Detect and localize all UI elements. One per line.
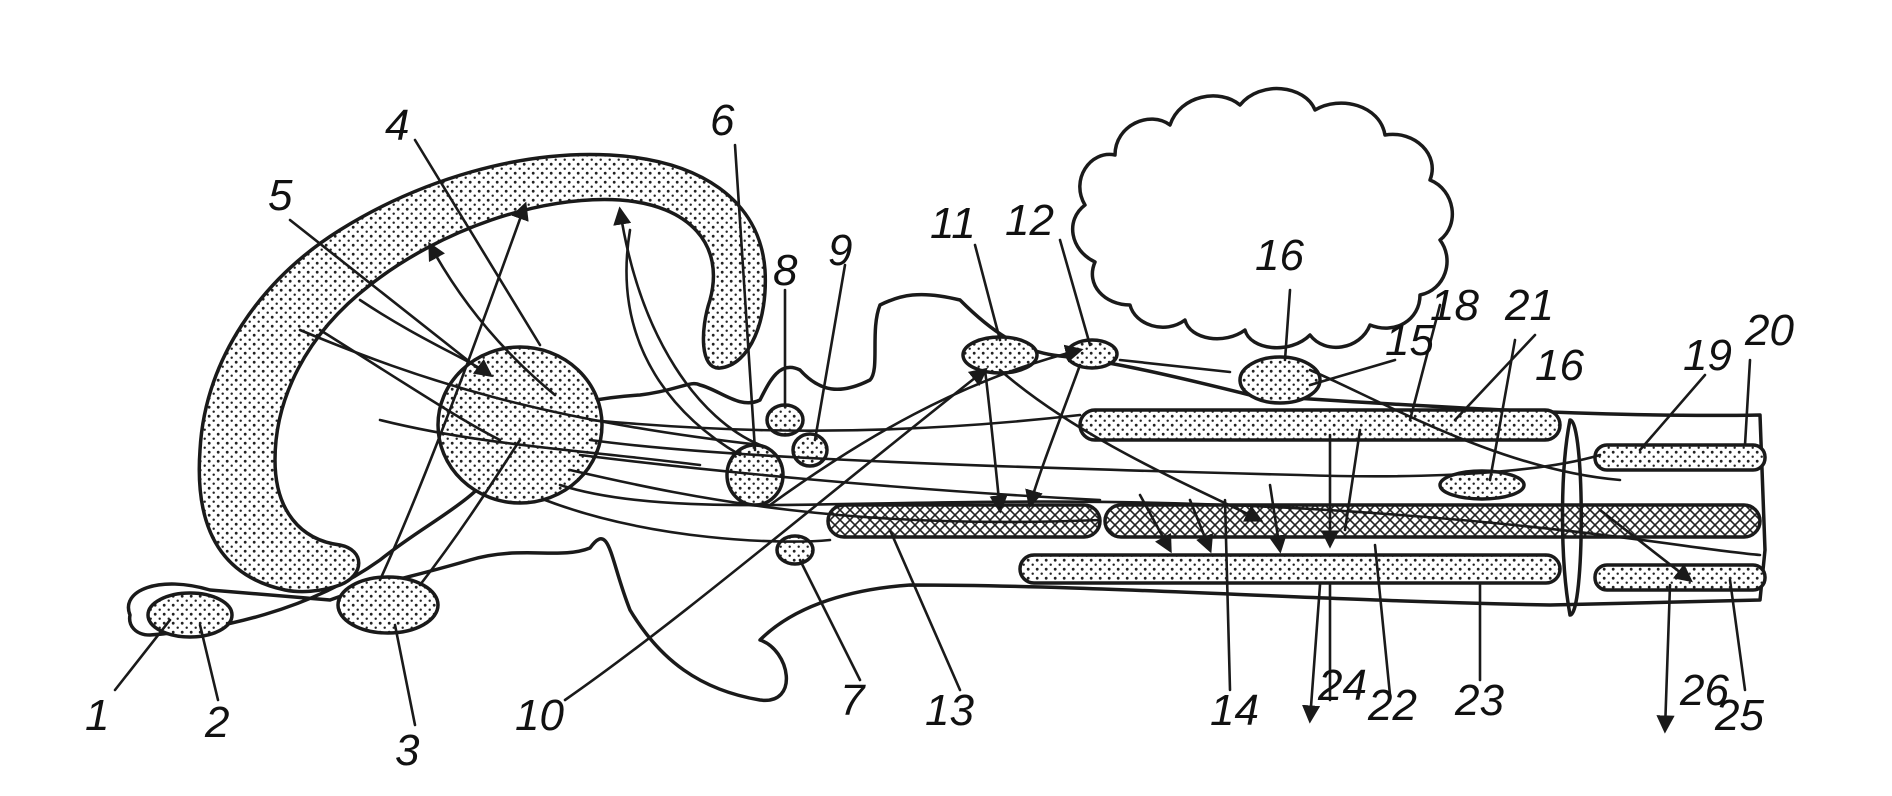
label-26: 26 (1679, 666, 1729, 715)
nucleus-21 (1438, 469, 1526, 501)
nucleus-4 (436, 345, 604, 505)
label-22: 22 (1367, 681, 1417, 730)
tract-23 (1018, 553, 1562, 585)
label-5: 5 (268, 171, 293, 220)
nucleus-16 (1238, 355, 1322, 405)
label-2: 2 (204, 698, 229, 747)
label-10: 10 (515, 691, 564, 740)
label-24: 24 (1317, 661, 1367, 710)
nucleus-3 (336, 575, 440, 635)
label-25: 25 (1714, 691, 1764, 740)
label-leaders (113, 138, 1752, 727)
brain-outline (126, 292, 1767, 702)
label-23: 23 (1454, 676, 1504, 725)
label-1: 1 (85, 691, 109, 740)
nucleus-12 (1065, 338, 1119, 370)
label-8: 8 (773, 246, 798, 295)
label-9: 9 (828, 226, 852, 275)
tract-25 (1593, 563, 1767, 592)
label-19: 19 (1683, 331, 1732, 380)
label-7: 7 (840, 676, 866, 725)
label-6: 6 (710, 96, 735, 145)
cortex-arc (197, 152, 768, 594)
label-16a: 16 (1255, 231, 1304, 280)
label-4: 4 (385, 101, 409, 150)
label-11: 11 (930, 199, 976, 248)
label-16b: 16 (1535, 341, 1584, 390)
number-labels: 1 2 3 4 5 6 7 8 9 10 11 12 13 14 15 16 1… (85, 96, 1794, 775)
label-15: 15 (1385, 316, 1434, 365)
tract-18 (1078, 408, 1562, 442)
nucleus-11 (961, 335, 1039, 375)
tract-22 (1103, 503, 1762, 539)
label-18: 18 (1430, 281, 1479, 330)
cerebellum-cloud (1070, 86, 1455, 350)
tract-19 (1593, 443, 1767, 472)
label-13: 13 (925, 686, 974, 735)
nucleus-1 (146, 591, 234, 639)
label-14: 14 (1210, 686, 1259, 735)
cord-divider (1560, 418, 1583, 617)
label-20: 20 (1744, 306, 1794, 355)
nucleus-9 (791, 432, 829, 468)
label-21: 21 (1504, 281, 1554, 330)
label-3: 3 (395, 726, 420, 775)
pathway-arrows (318, 201, 1693, 734)
nucleus-7 (775, 534, 815, 566)
label-12: 12 (1005, 196, 1054, 245)
